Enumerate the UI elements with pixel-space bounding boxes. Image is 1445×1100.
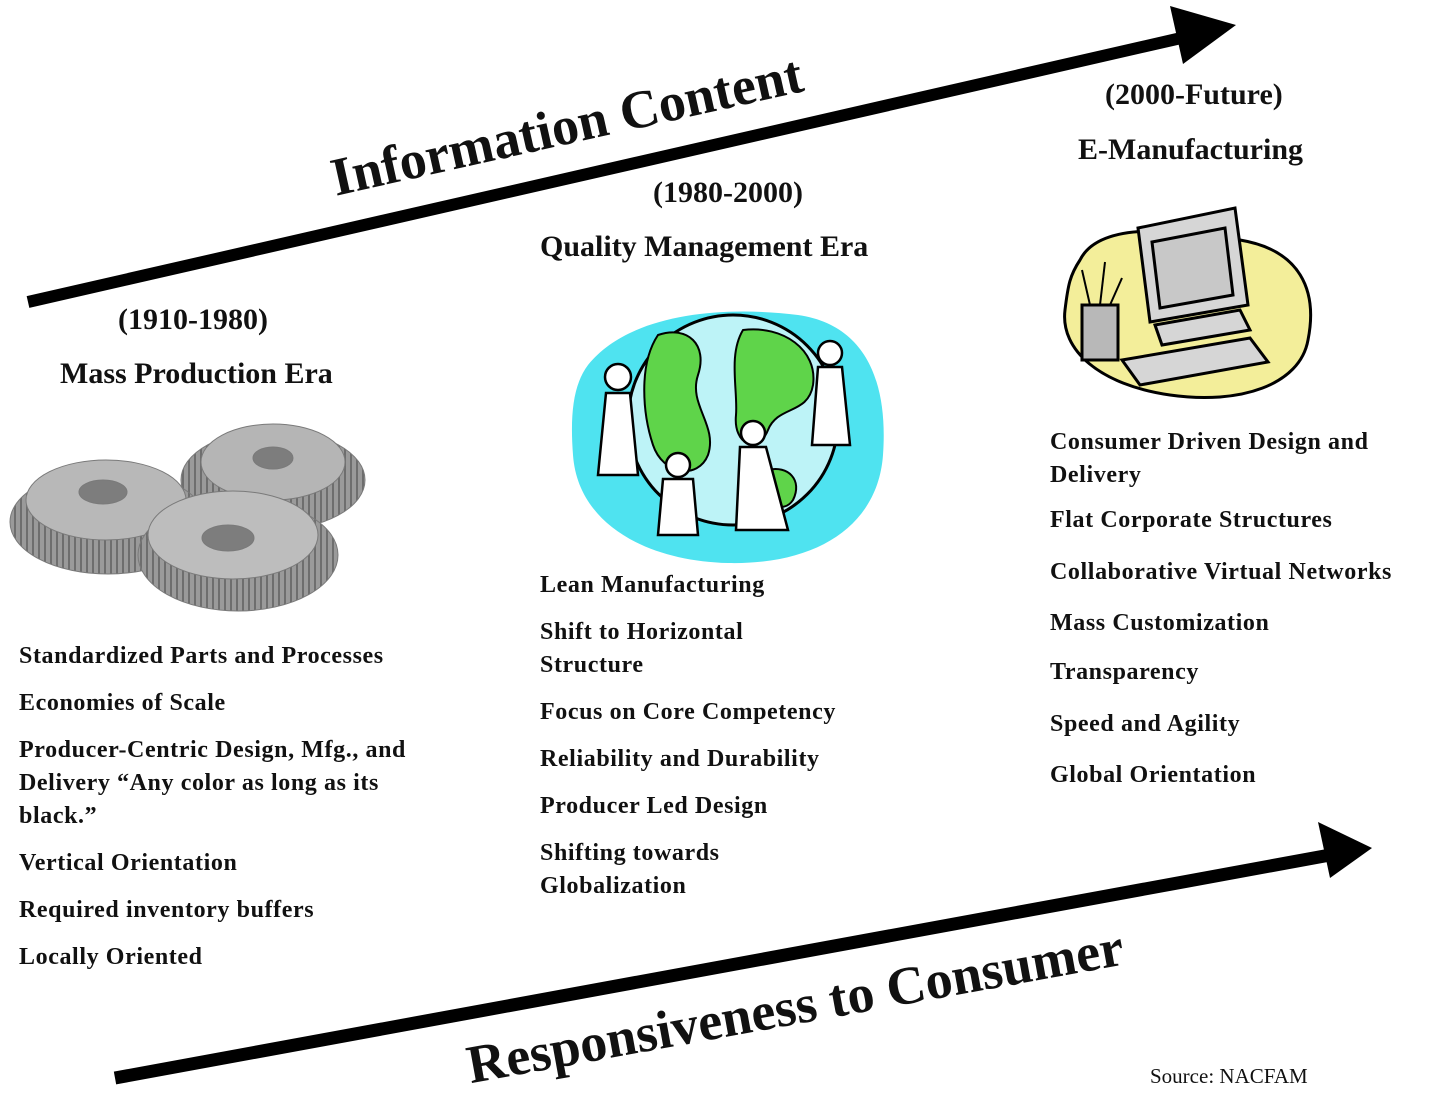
era1-item: Vertical Orientation [19,850,238,876]
era3-item: Collaborative Virtual Networks [1050,559,1392,585]
era1-item: Economies of Scale [19,690,226,716]
era3-years: (2000-Future) [1105,78,1283,111]
era2-list: Lean Manufacturing Shift to Horizontal S… [540,569,900,917]
era2-name: Quality Management Era [540,230,869,263]
era1-item: Standardized Parts and Processes [19,643,384,669]
era1-name: Mass Production Era [60,357,333,390]
source-note: Source: NACFAM [1150,1064,1308,1088]
era2-item: Shifting towards Globalization [540,840,720,899]
era3-item: Global Orientation [1050,762,1257,788]
era3-item: Mass Customization [1050,610,1270,636]
era1-years: (1910-1980) [118,303,268,336]
era1-item: Producer-Centric Design, Mfg., and Deliv… [19,737,407,829]
era2-item: Producer Led Design [540,793,768,819]
top-arrow [26,6,1236,308]
era1-item: Locally Oriented [19,944,203,970]
era2-years: (1980-2000) [653,176,803,209]
globe-people-icon [568,305,890,567]
era3-item: Speed and Agility [1050,711,1241,737]
gears-icon [8,410,373,615]
computer-icon [1060,200,1315,405]
bottom-arrow [113,822,1372,1085]
era2-item: Lean Manufacturing [540,572,765,598]
era3-item: Flat Corporate Structures [1050,507,1333,533]
era2-item: Shift to Horizontal Structure [540,619,744,678]
era3-name: E-Manufacturing [1078,133,1303,166]
era3-item: Transparency [1050,659,1199,685]
era2-item: Focus on Core Competency [540,699,836,725]
era2-item: Reliability and Durability [540,746,820,772]
era3-list: Consumer Driven Design and Delivery Flat… [1050,426,1442,806]
era1-list: Standardized Parts and Processes Economi… [19,640,419,988]
era3-item: Consumer Driven Design and Delivery [1050,429,1369,488]
era1-item: Required inventory buffers [19,897,315,923]
